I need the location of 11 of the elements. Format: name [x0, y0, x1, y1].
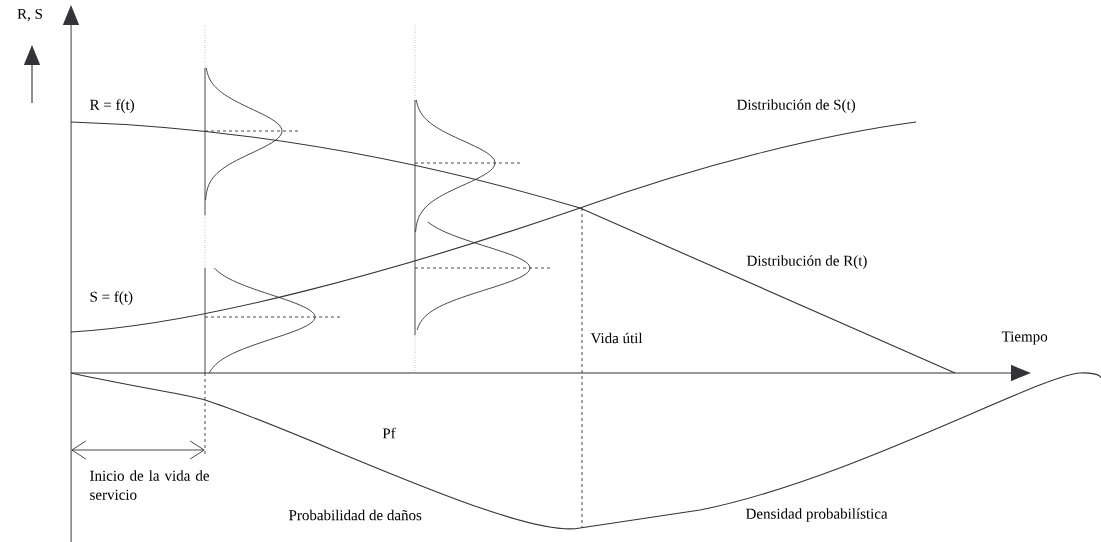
- curve-label: Distribución de S(t): [737, 99, 856, 113]
- axis-label: R, S: [17, 8, 42, 22]
- curve-label: Probabilidad de daños: [289, 509, 422, 521]
- curve-label: Distribución de R(t): [747, 255, 867, 269]
- curve-label: Densidad probabilística: [746, 508, 888, 522]
- axis-label: Tiempo: [1001, 331, 1048, 345]
- curve-label: S = f(t): [90, 291, 133, 305]
- dimension-label: Inicio de la vida de servicio: [90, 470, 209, 500]
- axis-label: Vida útil: [590, 332, 643, 344]
- area-label: Pf: [382, 427, 396, 439]
- curve-label: R = f(t): [90, 99, 134, 113]
